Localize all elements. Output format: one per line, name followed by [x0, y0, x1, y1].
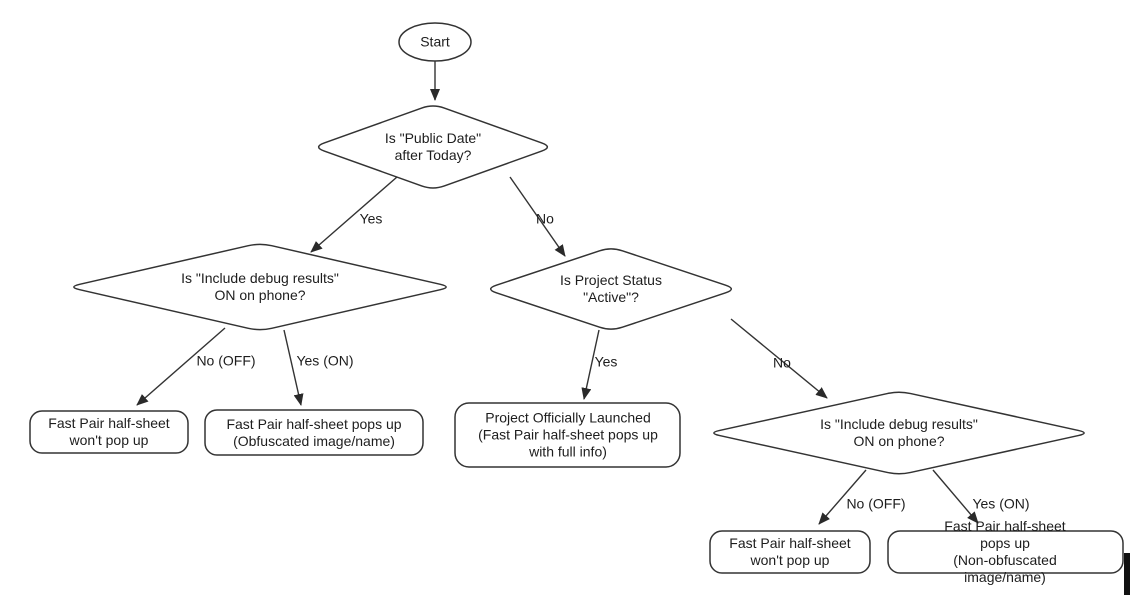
edge-label-debug-right-no-off: No (OFF) — [846, 495, 906, 512]
edge-label-status-no: No — [773, 354, 791, 371]
result-obfuscated-label: Fast Pair half-sheet pops up (Obfuscated… — [226, 416, 402, 449]
text-cursor-bar — [1124, 553, 1130, 595]
result-obfuscated-shape — [204, 409, 424, 456]
edge-label-debug-left-no-off: No (OFF) — [196, 352, 256, 369]
edge-debug-right-no-off — [818, 469, 867, 525]
result-wont-popup-left-label: Fast Pair half-sheet won't pop up — [48, 415, 170, 448]
edge-label-debug-left-yes-on: Yes (ON) — [296, 352, 354, 369]
decision-debug-left-label: Is "Include debug results" ON on phone? — [181, 270, 339, 303]
decision-debug-right-label: Is "Include debug results" ON on phone? — [820, 416, 978, 449]
result-non-obfuscated-shape — [887, 530, 1124, 574]
edge-public-date-yes — [310, 176, 398, 253]
result-wont-popup-right-shape — [709, 530, 871, 574]
edge-label-public-date-yes: Yes — [359, 210, 383, 227]
decision-status-shape — [489, 248, 733, 330]
decision-debug-left-shape — [73, 243, 447, 331]
edge-label-public-date-no: No — [536, 210, 554, 227]
result-non-obfuscated-label: Fast Pair half-sheet pops up (Non-obfusc… — [944, 518, 1066, 585]
start-node-label: Start — [420, 33, 450, 50]
edge-status-yes — [581, 329, 600, 400]
edge-debug-left-no-off — [136, 327, 226, 406]
decision-public-date-shape — [317, 105, 549, 189]
edge-debug-left-yes-on — [283, 329, 304, 406]
result-launched-label: Project Officially Launched (Fast Pair h… — [478, 409, 658, 460]
result-wont-popup-right-label: Fast Pair half-sheet won't pop up — [729, 535, 851, 568]
decision-status-label: Is Project Status "Active"? — [560, 272, 662, 305]
decision-debug-right-shape — [713, 391, 1085, 475]
result-wont-popup-left-shape — [29, 410, 189, 454]
edge-label-status-yes: Yes — [594, 353, 618, 370]
edge-status-no — [730, 318, 828, 399]
edge-debug-right-yes-on — [932, 469, 979, 524]
decision-public-date-label: Is "Public Date" after Today? — [384, 130, 482, 163]
edge-public-date-no — [509, 176, 566, 257]
edge-label-debug-right-yes-on: Yes (ON) — [972, 495, 1030, 512]
result-launched-shape — [454, 402, 681, 468]
